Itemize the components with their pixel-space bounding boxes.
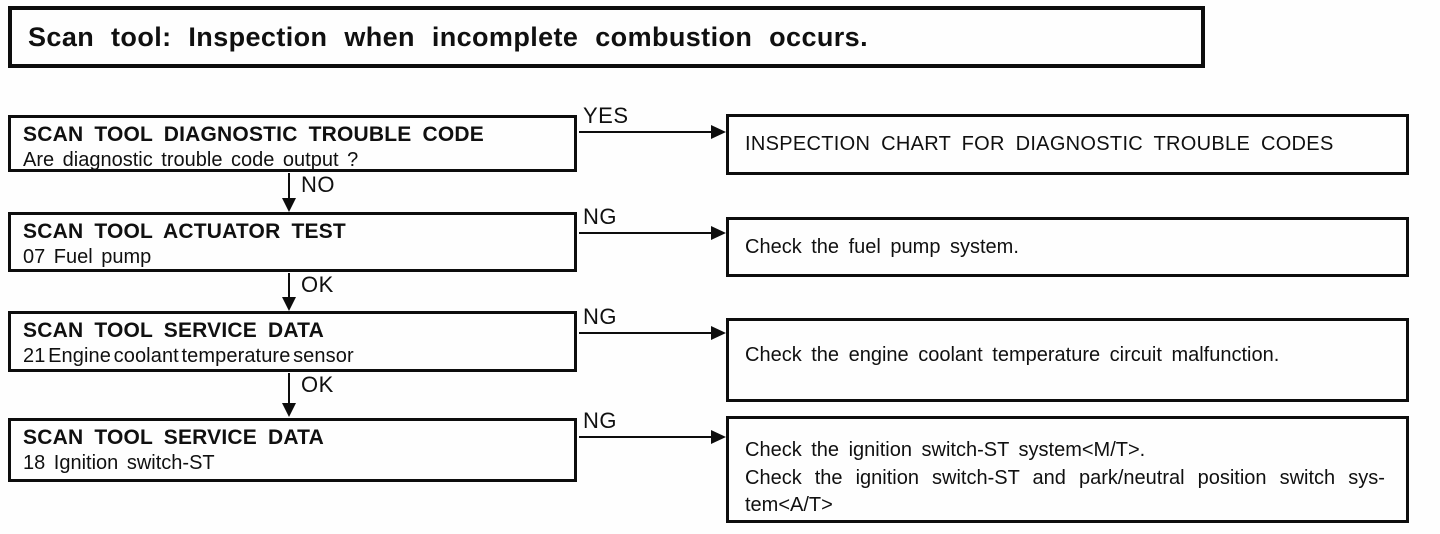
- step-box-service-data-21: SCAN TOOL SERVICE DATA 21 Engine coolant…: [8, 311, 577, 372]
- arrow-line: [288, 273, 290, 297]
- arrowhead-down-icon: [282, 198, 296, 212]
- branch-label: NG: [583, 408, 617, 433]
- result-box-coolant-temperature: Check the engine coolant temperature cir…: [726, 318, 1409, 402]
- step-heading: SCAN TOOL SERVICE DATA: [23, 426, 324, 449]
- result-text-line: Check the ignition switch-ST and park/ne…: [745, 466, 1385, 489]
- connector-label: OK: [301, 372, 334, 397]
- result-text: Check the fuel pump system.: [745, 235, 1019, 258]
- step-heading: SCAN TOOL ACTUATOR TEST: [23, 220, 346, 243]
- step-detail: 18 Ignition switch-ST: [23, 452, 215, 474]
- title-box: Scan tool: Inspection when incomplete co…: [8, 6, 1205, 68]
- arrow-line: [579, 332, 713, 334]
- step-detail: 21 Engine coolant temperature sensor: [23, 345, 354, 367]
- step-box-service-data-18: SCAN TOOL SERVICE DATA 18 Ignition switc…: [8, 418, 577, 482]
- step-detail: 07 Fuel pump: [23, 246, 152, 268]
- step-heading: SCAN TOOL DIAGNOSTIC TROUBLE CODE: [23, 123, 485, 146]
- branch-label: YES: [583, 103, 629, 128]
- arrowhead-down-icon: [282, 297, 296, 311]
- result-text-line: Check the ignition switch-ST system<M/T>…: [745, 439, 1146, 461]
- result-box-fuel-pump: Check the fuel pump system.: [726, 217, 1409, 277]
- arrow-line: [579, 436, 713, 438]
- branch-arrow-ng: NG: [579, 204, 726, 240]
- page-title: Scan tool: Inspection when incomplete co…: [28, 21, 868, 52]
- result-text-line: tem<A/T>: [745, 494, 833, 516]
- connector-down-no: NO: [282, 172, 335, 212]
- result-box-ignition-switch: Check the ignition switch-ST system<M/T>…: [726, 416, 1409, 523]
- arrowhead-right-icon: [711, 326, 726, 340]
- branch-label: NG: [583, 304, 617, 329]
- step-box-diagnostic-trouble-code: SCAN TOOL DIAGNOSTIC TROUBLE CODE Are di…: [8, 115, 577, 172]
- branch-arrow-yes: YES: [579, 103, 726, 139]
- step-detail: Are diagnostic trouble code output ?: [23, 149, 359, 171]
- connector-label: OK: [301, 272, 334, 297]
- branch-label: NG: [583, 204, 617, 229]
- result-box-inspection-chart: INSPECTION CHART FOR DIAGNOSTIC TROUBLE …: [726, 114, 1409, 175]
- arrowhead-right-icon: [711, 430, 726, 444]
- connector-down-ok: OK: [282, 372, 333, 417]
- arrow-line: [579, 232, 713, 234]
- connector-down-ok: OK: [282, 272, 333, 311]
- result-text: Check the engine coolant temperature cir…: [745, 343, 1280, 366]
- arrow-line: [288, 373, 290, 403]
- step-heading: SCAN TOOL SERVICE DATA: [23, 319, 324, 342]
- arrow-line: [288, 173, 290, 198]
- arrowhead-down-icon: [282, 403, 296, 417]
- connector-label: NO: [301, 172, 335, 197]
- step-box-actuator-test: SCAN TOOL ACTUATOR TEST 07 Fuel pump: [8, 212, 577, 272]
- result-text: INSPECTION CHART FOR DIAGNOSTIC TROUBLE …: [745, 133, 1334, 155]
- arrowhead-right-icon: [711, 226, 726, 240]
- arrowhead-right-icon: [711, 125, 726, 139]
- arrow-line: [579, 131, 713, 133]
- branch-arrow-ng: NG: [579, 304, 726, 340]
- branch-arrow-ng: NG: [579, 408, 726, 444]
